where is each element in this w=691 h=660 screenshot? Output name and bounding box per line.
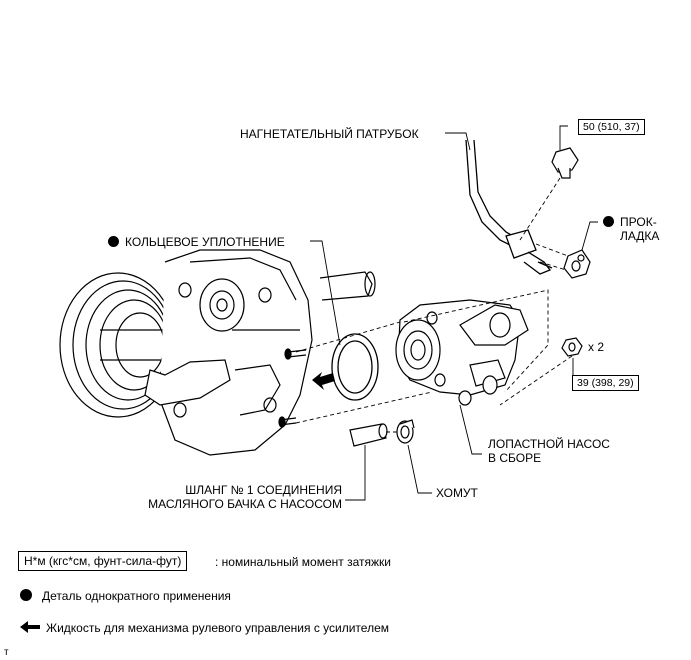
nuts-torque-box: 39 (398, 29) [572,375,639,391]
o-ring-drawing [331,333,379,401]
gasket-drawing [563,249,591,279]
legend-fluid-text: Жидкость для механизма рулевого управлен… [46,621,389,635]
non-reusable-dot-icon [603,216,614,227]
vane-pump-drawing [395,299,529,406]
alignment-lines [295,177,573,433]
hose-label-text-2: МАСЛЯНОГО БАЧКА С НАСОСОМ [148,497,342,511]
o-ring-label: КОЛЬЦЕВОЕ УПЛОТНЕНИЕ [108,235,285,249]
o-ring-label-text: КОЛЬЦЕВОЕ УПЛОТНЕНИЕ [125,235,285,249]
hose-label-text-1: ШЛАНГ № 1 СОЕДИНЕНИЯ [185,483,342,497]
legend-fluid: Жидкость для механизма рулевого управлен… [20,621,389,635]
non-reusable-dot-icon [108,236,119,247]
gasket-label-text-1: ПРОК- [620,215,657,229]
gasket-label: ПРОК- ЛАДКА [603,215,659,243]
nut-drawing [561,337,583,357]
hose-label: ШЛАНГ № 1 СОЕДИНЕНИЯ МАСЛЯНОГО БАЧКА С Н… [122,483,342,511]
pump-label: ЛОПАСТНОЙ НАСОС В СБОРЕ [488,437,610,465]
union-bolt-drawing [551,147,579,179]
leader-lines [310,125,598,501]
hose-drawing [349,423,388,447]
non-reusable-dot-icon [20,589,32,601]
clamp-label: ХОМУТ [436,486,478,500]
outlet-pipe-label: НАГНЕТАТЕЛЬНЫЙ ПАТРУБОК [240,127,419,141]
union-bolt-torque-box: 50 (510, 37) [578,119,645,135]
legend-non-reusable-text: Деталь однократного применения [42,589,231,603]
pump-label-text-2: В СБОРЕ [488,451,542,465]
corner-mark: т [4,647,9,658]
fluid-arrow-icon [20,621,40,633]
qty-label: x 2 [588,340,605,354]
legend-torque-desc: : номинальный момент затяжки [215,555,391,569]
pump-label-text-1: ЛОПАСТНОЙ НАСОС [488,437,610,451]
fluid-arrow-icon [312,372,335,390]
clamp-drawing [396,419,415,444]
gasket-label-text-2: ЛАДКА [620,229,660,243]
legend-non-reusable: Деталь однократного применения [20,589,231,603]
legend-torque-unit-box: Н*м (кгс*см, фунт-сила-фут) [18,551,188,571]
outlet-pipe-drawing [465,139,553,275]
engine-body-drawing [144,249,376,456]
